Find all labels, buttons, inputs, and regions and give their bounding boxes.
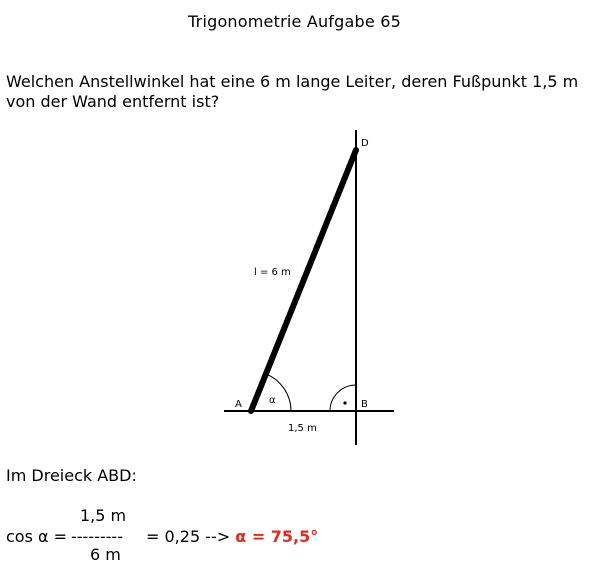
formula-value: = 0,25 --> — [146, 527, 231, 546]
right-angle-arc — [329, 384, 357, 412]
label-b: B — [361, 399, 368, 410]
fraction-denominator: 6 m — [90, 545, 121, 564]
label-d: D — [361, 138, 369, 149]
formula-rhs: = 0,25 --> α = 75,5° — [146, 527, 318, 546]
fraction-numerator: 1,5 m — [80, 506, 127, 525]
alpha-label: α — [269, 395, 276, 406]
right-angle-dot — [343, 401, 347, 405]
alpha-arc — [265, 373, 292, 412]
question-text: Welchen Anstellwinkel hat eine 6 m lange… — [6, 72, 586, 112]
page-title: Trigonometrie Aufgabe 65 — [188, 12, 401, 31]
base-length-label: 1,5 m — [288, 423, 317, 434]
question-line-2: von der Wand entfernt ist? — [6, 92, 220, 111]
ladder-line — [248, 147, 359, 414]
formula-result: α = 75,5° — [235, 527, 319, 546]
question-line-1: Welchen Anstellwinkel hat eine 6 m lange… — [6, 72, 579, 91]
solution-heading: Im Dreieck ABD: — [6, 466, 137, 485]
label-a: A — [235, 399, 242, 410]
formula-lhs: cos α = — [6, 527, 68, 546]
fraction-bar: --------- — [71, 527, 123, 546]
ladder-length-label: l = 6 m — [254, 267, 291, 278]
